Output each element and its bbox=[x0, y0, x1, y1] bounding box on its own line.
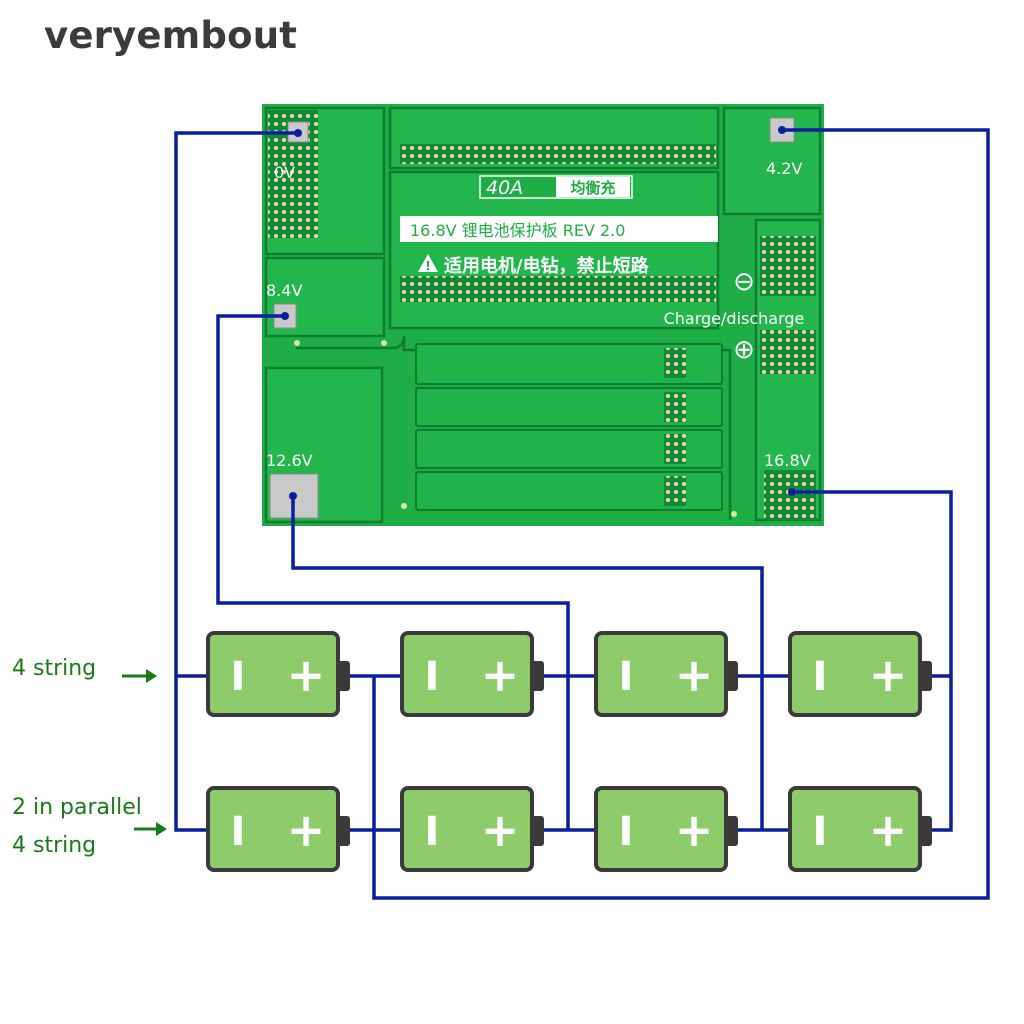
caption-parallel-string: 4 string bbox=[12, 833, 96, 858]
battery-body bbox=[788, 786, 922, 872]
wire-8-4v bbox=[216, 314, 570, 830]
battery-negative-mark: I bbox=[813, 809, 828, 855]
battery-body bbox=[594, 786, 728, 872]
plus-symbol: ⊕ bbox=[733, 335, 755, 365]
battery-negative-mark: I bbox=[231, 809, 246, 855]
rating-label: 40A bbox=[486, 177, 523, 199]
warning-mark: ! bbox=[425, 259, 430, 273]
pcb-hole-strip-top bbox=[400, 144, 716, 164]
battery-positive-mark: + bbox=[675, 803, 714, 857]
pcb-trace bbox=[296, 335, 732, 520]
battery-negative-mark: I bbox=[813, 654, 828, 700]
pad-0v-label: 0V bbox=[274, 163, 295, 182]
warning-icon bbox=[418, 254, 438, 272]
pcb-hole-block-minus bbox=[760, 236, 816, 296]
pads: 0V 4.2V 8.4V 12.6V 16.8V bbox=[266, 117, 811, 519]
arrow-row2-head bbox=[156, 822, 167, 836]
model-line-box bbox=[400, 216, 718, 242]
bms-board: 40A 均衡充 16.8V 锂电池保护板 REV 2.0 ! 适用电机/电钻，禁… bbox=[262, 104, 824, 526]
battery-positive-mark: + bbox=[869, 803, 908, 857]
battery-cell: I+ bbox=[206, 786, 350, 872]
battery-body bbox=[788, 631, 922, 717]
pcb-vias bbox=[294, 340, 737, 517]
pcb-mosfet-pins bbox=[664, 348, 686, 506]
battery-positive-mark: + bbox=[481, 803, 520, 857]
battery-negative-mark: I bbox=[231, 654, 246, 700]
wire-4-2v bbox=[372, 128, 990, 900]
pad-16-8v-label: 16.8V bbox=[764, 451, 811, 470]
battery-cell: I+ bbox=[594, 786, 738, 872]
battery-body bbox=[206, 631, 340, 717]
wire-pad-ends bbox=[281, 126, 796, 500]
rating-chinese-label: 均衡充 bbox=[570, 179, 615, 197]
battery-cell: I+ bbox=[400, 631, 544, 717]
battery-cell: I+ bbox=[206, 631, 350, 717]
arrow-row1-head bbox=[146, 669, 157, 683]
wires bbox=[174, 128, 990, 900]
minus-symbol: ⊖ bbox=[733, 267, 755, 297]
pcb-hole-strip-middle bbox=[400, 276, 716, 302]
battery-cell: I+ bbox=[594, 631, 738, 717]
caption-arrows bbox=[122, 669, 167, 836]
battery-positive-mark: + bbox=[675, 648, 714, 702]
battery-cell: I+ bbox=[788, 786, 932, 872]
pad-8-4v-label: 8.4V bbox=[266, 281, 302, 300]
model-line-label: 16.8V 锂电池保护板 REV 2.0 bbox=[410, 221, 625, 240]
charge-discharge-label: Charge/discharge bbox=[664, 309, 805, 328]
caption-four-string: 4 string bbox=[12, 656, 96, 681]
battery-body bbox=[400, 631, 534, 717]
pcb-hole-block-plus bbox=[760, 330, 816, 374]
battery-body bbox=[400, 786, 534, 872]
caption-parallel: 2 in parallel bbox=[12, 795, 142, 820]
battery-negative-mark: I bbox=[425, 809, 440, 855]
battery-positive-mark: + bbox=[481, 648, 520, 702]
pcb-mosfet-bars bbox=[415, 343, 723, 511]
battery-negative-mark: I bbox=[425, 654, 440, 700]
battery-cell: I+ bbox=[400, 786, 544, 872]
rating-chinese-box bbox=[556, 177, 630, 197]
battery-negative-mark: I bbox=[619, 654, 634, 700]
warning-label: 适用电机/电钻，禁止短路 bbox=[444, 255, 650, 277]
caption-parallel-text: 2 in parallel bbox=[12, 795, 142, 820]
caption-parallel-string-text: 4 string bbox=[12, 833, 97, 858]
battery-positive-mark: + bbox=[287, 803, 326, 857]
wire-12-6v bbox=[291, 496, 764, 830]
battery-negative-mark: I bbox=[619, 809, 634, 855]
pad-4-2v-label: 4.2V bbox=[766, 159, 802, 178]
battery-array: I+I+I+I+I+I+I+I+ bbox=[206, 631, 932, 872]
battery-body bbox=[206, 786, 340, 872]
battery-positive-mark: + bbox=[869, 648, 908, 702]
battery-cell: I+ bbox=[788, 631, 932, 717]
wire-0v bbox=[174, 131, 298, 832]
brand-watermark: veryembout bbox=[44, 14, 298, 57]
caption-four-string-text: 4 string bbox=[12, 656, 97, 681]
pad-12-6v-label: 12.6V bbox=[266, 451, 313, 470]
battery-positive-mark: + bbox=[287, 648, 326, 702]
wire-16-8v bbox=[792, 490, 953, 832]
battery-body bbox=[594, 631, 728, 717]
